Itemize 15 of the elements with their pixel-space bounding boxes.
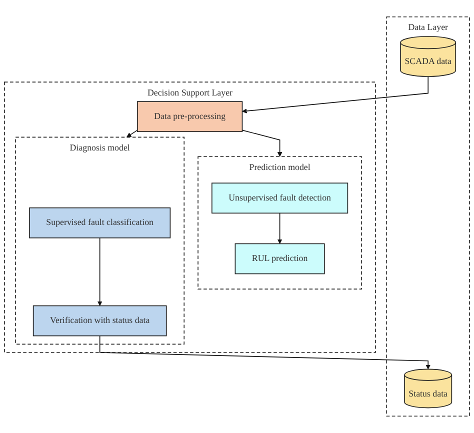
node-box <box>212 182 348 214</box>
arrow <box>97 237 102 306</box>
cluster <box>386 16 470 417</box>
cluster <box>4 82 376 353</box>
cluster <box>198 156 362 290</box>
arrow <box>242 130 282 157</box>
node-box <box>32 305 167 336</box>
arrow <box>242 76 428 114</box>
cluster <box>15 136 185 345</box>
arrow <box>277 212 282 244</box>
node-box <box>234 243 325 274</box>
arrow <box>126 130 138 138</box>
arrow <box>99 335 431 370</box>
node-box <box>29 207 171 238</box>
node-box <box>136 101 243 132</box>
